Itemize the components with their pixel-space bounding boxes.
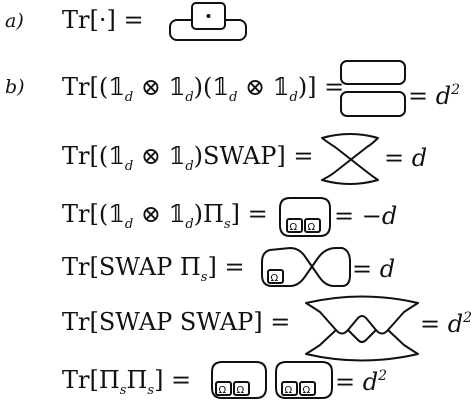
omega-label-3: Ω — [285, 385, 293, 396]
row-b5-lhs: Tr[SWAP SWAP] = — [62, 308, 290, 336]
trace-box-dot-diagram — [169, 2, 247, 41]
omega-box-2 — [233, 381, 250, 396]
row-b6: Tr[ΠsΠs] = Ω Ω Ω Ω = d2 — [62, 361, 387, 399]
projector-pair-diagram: Ω Ω Ω Ω — [211, 361, 333, 399]
swap-crossing — [321, 133, 379, 185]
panel-label-a: a) — [5, 10, 24, 32]
row-a: Tr[·] = — [62, 2, 247, 41]
double-swap-lower — [305, 329, 419, 362]
loop-bottom — [340, 91, 406, 117]
loop-top — [340, 60, 406, 85]
row-b2-rhs: = d — [384, 144, 427, 172]
swap-projector-diagram: Ω — [261, 247, 351, 287]
omega-box — [267, 269, 284, 284]
row-b1-lhs: Tr[(𝟙d ⊗ 𝟙d)(𝟙d ⊗ 𝟙d)] = — [62, 73, 344, 105]
outer-loop — [279, 197, 331, 237]
row-b3-rhs: = −d — [334, 202, 397, 230]
row-b4: Tr[SWAP Πs] = Ω = d — [62, 247, 395, 287]
omega-label: Ω — [271, 273, 279, 284]
row-b5: Tr[SWAP SWAP] = = d2 — [62, 295, 472, 362]
double-swap-upper — [305, 295, 419, 335]
omega-label-1: Ω — [290, 222, 298, 233]
omega-box-4 — [299, 381, 316, 396]
row-b3: Tr[(𝟙d ⊗ 𝟙d)Πs] = Ω Ω = −d — [62, 197, 397, 237]
row-a-lhs: Tr[·] = — [62, 6, 144, 34]
double-swap-diagram — [305, 295, 419, 362]
dot-symbol — [206, 14, 211, 18]
omega-label-1: Ω — [219, 385, 227, 396]
panel-label-b: b) — [5, 76, 25, 98]
omega-label-4: Ω — [303, 385, 311, 396]
omega-label-2: Ω — [237, 385, 245, 396]
omega-box-1 — [215, 381, 232, 396]
swap-loop-diagram — [321, 133, 379, 185]
two-loops-diagram — [340, 60, 406, 117]
omega-box-3 — [281, 381, 298, 396]
swap-loop — [261, 247, 351, 287]
omega-box-1 — [286, 218, 303, 233]
row-b6-rhs: = d2 — [335, 368, 387, 396]
row-b1-rhs: = d2 — [408, 82, 460, 110]
projector-loop-diagram: Ω Ω — [279, 197, 331, 237]
loop-right — [275, 361, 333, 399]
row-b3-lhs: Tr[(𝟙d ⊗ 𝟙d)Πs] = — [62, 200, 268, 232]
omega-label-2: Ω — [308, 222, 316, 233]
row-b6-lhs: Tr[ΠsΠs] = — [62, 366, 191, 398]
row-b5-rhs: = d2 — [420, 310, 472, 338]
row-b2: Tr[(𝟙d ⊗ 𝟙d)SWAP] = = d — [62, 133, 427, 185]
row-b4-lhs: Tr[SWAP Πs] = — [62, 253, 245, 285]
row-b4-rhs: = d — [352, 255, 395, 283]
loop-left — [211, 361, 267, 399]
omega-box-2 — [304, 218, 321, 233]
row-b2-lhs: Tr[(𝟙d ⊗ 𝟙d)SWAP] = — [62, 142, 314, 174]
row-b1: Tr[(𝟙d ⊗ 𝟙d)(𝟙d ⊗ 𝟙d)] = = d2 — [62, 60, 460, 117]
